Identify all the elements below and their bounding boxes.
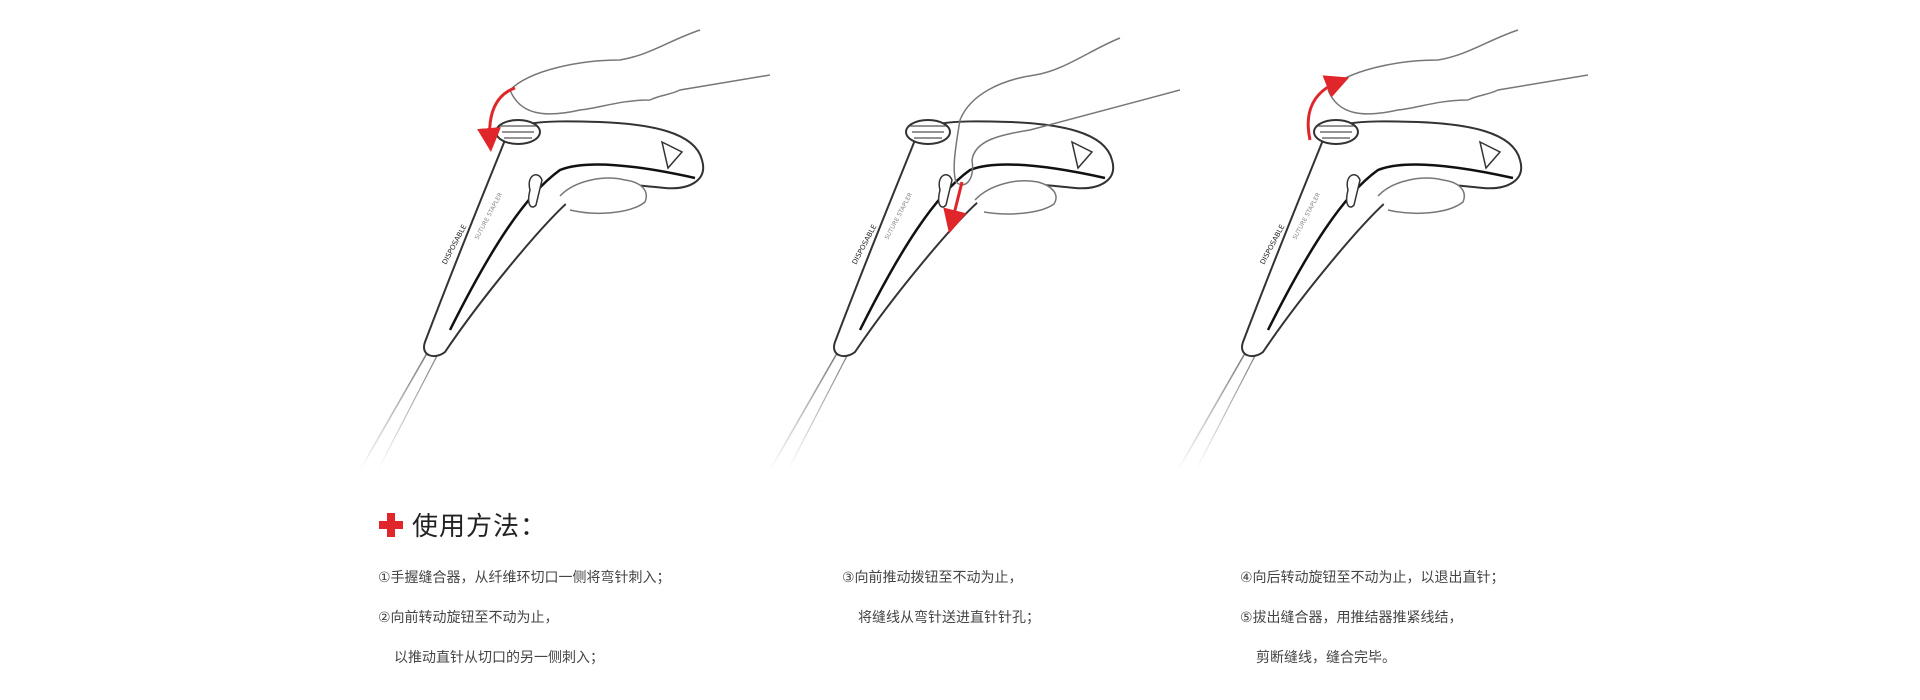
- illustration-step-3: DISPOSABLE SUTURE STAPLER: [1168, 0, 1588, 470]
- red-cross-icon: [379, 512, 403, 537]
- step-text: 将缝线从弯针送进直针针孔；: [858, 610, 1040, 626]
- illustration-step-2: DISPOSABLE SUTURE STAPLER: [760, 0, 1180, 470]
- heading-title: 使用方法：: [412, 512, 548, 542]
- steps-column-3: ④向后转动旋钮至不动为止，以退出直针； ⑤拔出缝合器，用推结器推紧线结， 剪断缝…: [1240, 568, 1505, 688]
- device-hand-drawing: DISPOSABLE SUTURE STAPLER: [359, 29, 770, 470]
- instructions-heading: 使用方法：: [378, 506, 547, 543]
- step-text: ⑤拔出缝合器，用推结器推紧线结，: [1240, 610, 1463, 626]
- step-text: ①手握缝合器，从纤维环切口一侧将弯针刺入；: [378, 570, 671, 586]
- illustration-step-1: DISPOSABLE SUTURE STAPLER: [350, 0, 770, 470]
- step-text: ④向后转动旋钮至不动为止，以退出直针；: [1240, 570, 1505, 586]
- steps-column-2: ③向前推动拨钮至不动为止， 将缝线从弯针送进直针针孔；: [842, 568, 1040, 648]
- device-hand-drawing: DISPOSABLE SUTURE STAPLER: [1177, 29, 1588, 470]
- steps-column-1: ①手握缝合器，从纤维环切口一侧将弯针刺入； ②向前转动旋钮至不动为止， 以推动直…: [378, 568, 671, 688]
- step-text: ②向前转动旋钮至不动为止，: [378, 610, 559, 626]
- rotate-arrow-icon: [477, 86, 516, 152]
- step-text: ③向前推动拨钮至不动为止，: [842, 570, 1023, 586]
- push-arrow-icon: [943, 181, 967, 234]
- step-text: 以推动直针从切口的另一侧刺入；: [394, 650, 604, 666]
- step-text: 剪断缝线，缝合完毕。: [1256, 650, 1396, 666]
- rotate-back-arrow-icon: [1306, 75, 1350, 141]
- device-hand-drawing: DISPOSABLE SUTURE STAPLER: [769, 37, 1180, 470]
